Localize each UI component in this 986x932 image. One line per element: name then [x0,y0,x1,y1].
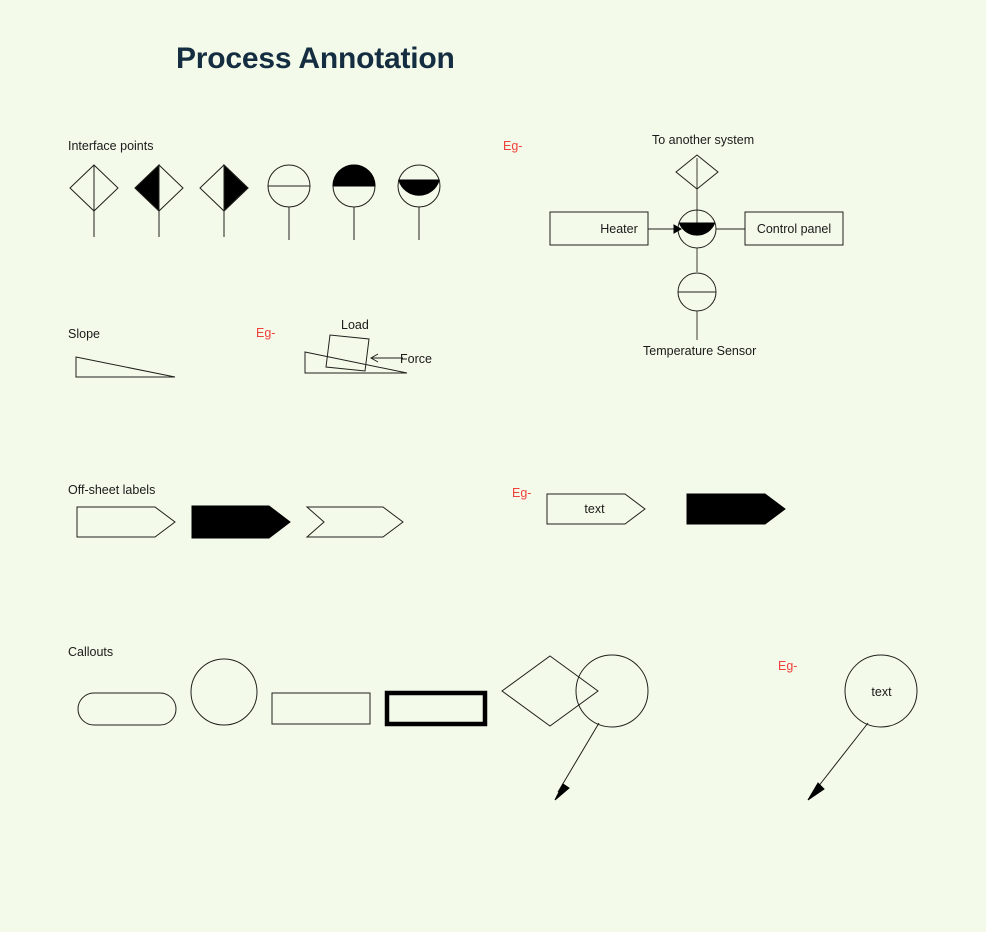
callout-example-arrowhead [807,782,825,801]
symbol-offsheet-chevron [305,506,404,538]
symbol-offsheet-outline-arrow [76,506,176,538]
eg-label-callouts: Eg- [778,659,798,673]
eg-label-slope: Eg- [256,326,276,340]
symbol-callout-circle [190,658,258,726]
section-label-interface-points: Interface points [68,139,154,153]
interface-points-symbols [69,163,441,240]
offsheet-symbols [76,505,404,539]
label-callout-text: text [871,685,892,699]
slope-symbol [75,356,176,378]
slope-example-diagram [304,334,408,374]
label-control-panel: Control panel [756,222,832,236]
label-heater: Heater [600,222,638,236]
callout-leader-circle [575,654,649,728]
load-block [325,334,370,372]
label-load: Load [341,318,369,332]
symbol-circle-top-filled [332,164,376,240]
callout-example-circle [844,654,918,728]
symbol-callout-stadium [77,692,177,726]
section-label-callouts: Callouts [68,645,114,659]
symbol-callout-rect-thin [271,692,371,725]
symbol-offsheet-filled-arrow [191,505,291,539]
label-offsheet-text: text [584,502,605,516]
label-temperature-sensor: Temperature Sensor [643,344,757,358]
symbol-callout-diamond [501,655,599,727]
symbol-circle-bottom-filled [397,164,441,240]
callout-example-diagram [807,654,918,801]
label-force: Force [400,352,432,366]
offsheet-example-outline [546,493,646,525]
symbol-diamond-left-filled [134,163,184,237]
offsheet-example-diagram [546,493,786,525]
interface-points-example-diagram [549,154,844,340]
example-diamond-node [675,154,719,190]
label-to-another-system: To another system [652,133,755,147]
section-label-slope: Slope [68,327,100,341]
eg-label-offsheet: Eg- [512,486,532,500]
symbol-diamond-open [69,164,119,237]
callout-circle-leader [554,654,649,801]
eg-label-interface-points: Eg- [503,139,523,153]
page-title: Process Annotation [176,42,455,75]
symbol-callout-rect-thick [384,690,488,727]
offsheet-example-filled [686,493,786,525]
symbol-diamond-right-filled [199,163,249,237]
callout-leader-arrowhead [554,783,570,801]
example-box-control-panel [744,211,844,246]
section-label-offsheet: Off-sheet labels [68,483,156,497]
callouts-symbols [77,655,599,727]
symbol-circle-open-line [267,164,311,240]
